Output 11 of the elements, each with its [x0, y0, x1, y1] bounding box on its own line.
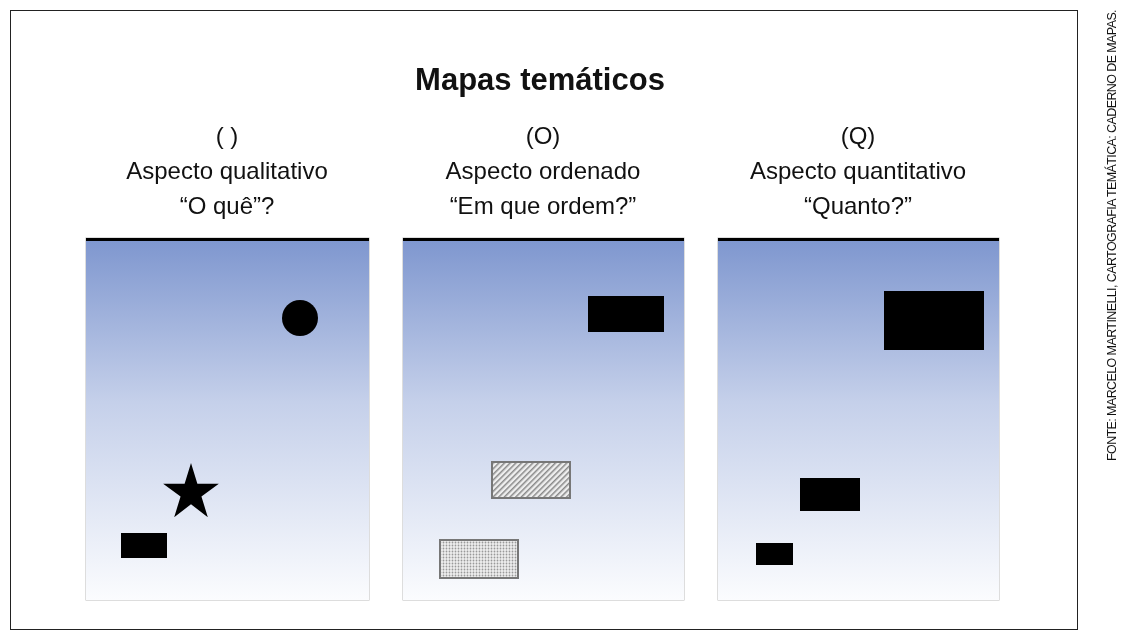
- aspect-heading: Aspecto quantitativo: [749, 156, 967, 186]
- panel-letter: (O): [525, 121, 561, 151]
- question-text: “O quê”?: [179, 191, 275, 221]
- panel-letter: ( ): [215, 121, 239, 151]
- question-text: “Em que ordem?”: [449, 191, 637, 221]
- panel-letter: (Q): [840, 121, 876, 151]
- aspect-heading: Aspecto ordenado: [445, 156, 641, 186]
- source-note: FONTE: MARCELO MARTINELLI, CARTOGRAFIA TEMÁTICA: CADERNO DE MAPAS.: [1105, 10, 1119, 463]
- diagram-title: Mapas temáticos: [414, 62, 666, 98]
- aspect-heading: Aspecto qualitativo: [126, 156, 328, 186]
- question-text: “Quanto?”: [803, 191, 913, 221]
